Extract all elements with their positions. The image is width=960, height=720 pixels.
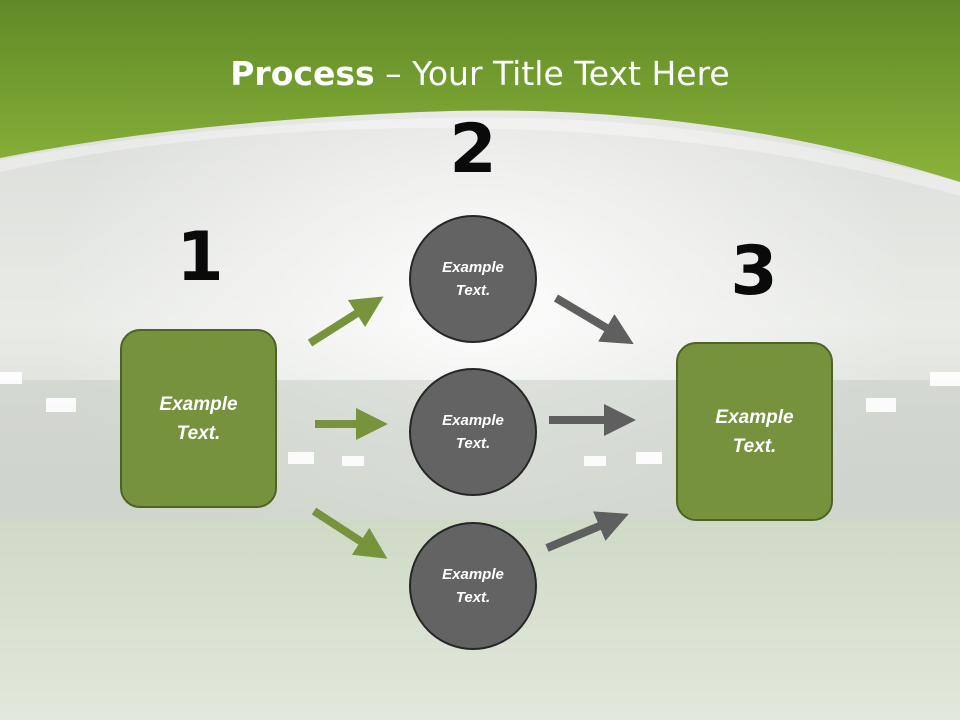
end-box-text: Example Text. xyxy=(715,406,794,457)
title-bold: Process xyxy=(230,54,375,93)
step-number-2: 2 xyxy=(449,110,497,189)
slide-title: Process – Your Title Text Here xyxy=(0,52,960,96)
process-circle-top-text: Example Text. xyxy=(442,259,504,299)
process-circle-middle[interactable]: Example Text. xyxy=(409,368,537,496)
end-box[interactable]: Example Text. xyxy=(676,342,833,521)
title-rest: – Your Title Text Here xyxy=(374,54,730,93)
process-circle-bottom[interactable]: Example Text. xyxy=(409,522,537,650)
process-circle-middle-text: Example Text. xyxy=(442,412,504,452)
start-box-text: Example Text. xyxy=(159,393,238,444)
step-number-3: 3 xyxy=(730,232,778,311)
step-number-1: 1 xyxy=(176,218,224,297)
start-box[interactable]: Example Text. xyxy=(120,329,277,508)
process-circle-top[interactable]: Example Text. xyxy=(409,215,537,343)
process-circle-bottom-text: Example Text. xyxy=(442,566,504,606)
